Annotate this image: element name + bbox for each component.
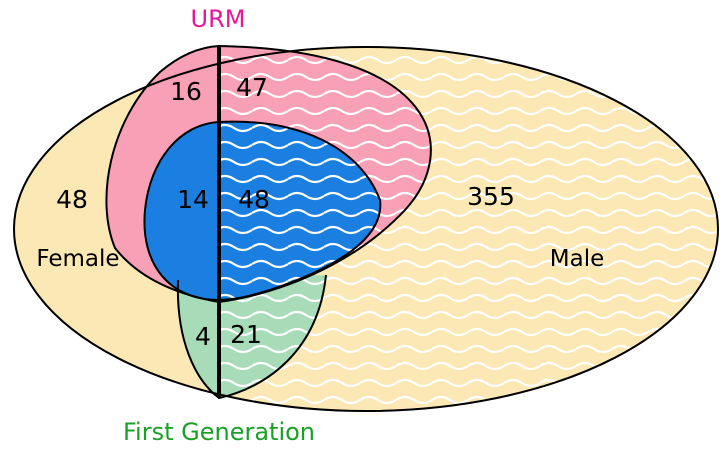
urm-title: URM	[191, 5, 246, 33]
urm-first-generation-region-male-wave	[219, 121, 381, 300]
count-male-urm-only: 47	[236, 73, 268, 102]
count-male-urm-first-gen: 48	[238, 185, 270, 214]
urm-first-generation-outline	[143, 120, 382, 302]
count-male-other: 355	[467, 182, 515, 211]
count-female-urm-first-gen: 14	[177, 185, 209, 214]
first-generation-region-male-wave	[219, 275, 326, 398]
count-male-first-gen-only: 21	[230, 320, 262, 349]
count-female-other: 48	[56, 185, 88, 214]
count-female-urm-only: 16	[170, 77, 202, 106]
male-label: Male	[550, 246, 604, 272]
count-female-first-gen-only: 4	[195, 322, 211, 351]
female-label: Female	[36, 246, 119, 272]
population-outline	[13, 46, 719, 412]
first-generation-title: First Generation	[123, 418, 315, 446]
